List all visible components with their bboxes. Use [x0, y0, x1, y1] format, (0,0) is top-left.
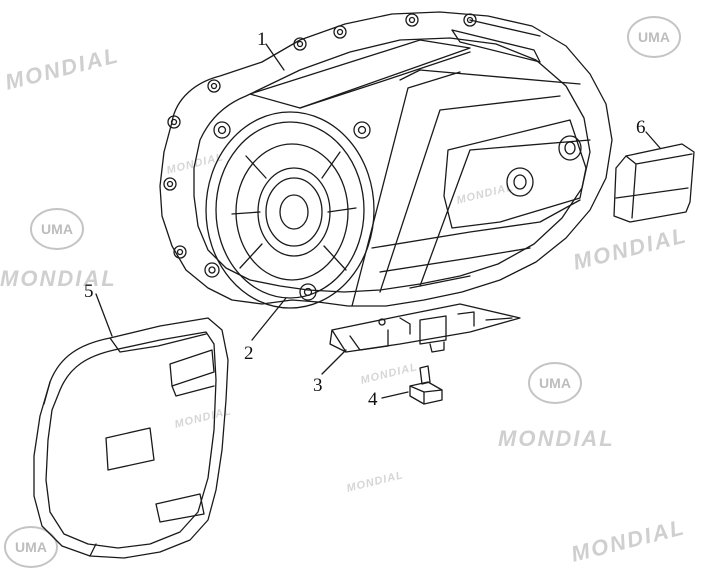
leader-line	[381, 391, 409, 399]
uma-logo-text: UMA	[638, 29, 670, 45]
part-1-crankcase-cover	[159, 11, 613, 309]
part-5-outer-cover	[33, 317, 229, 559]
part-3-bracket	[329, 303, 521, 353]
uma-logo-text: UMA	[15, 539, 47, 555]
part-6-trim-cover	[613, 143, 695, 223]
leader-line	[95, 293, 113, 337]
callout-number-4: 4	[368, 389, 378, 410]
leader-line	[251, 297, 287, 341]
uma-logo-icon: UMA	[2, 524, 60, 570]
callout-number-1: 1	[257, 29, 267, 50]
callout-number-2: 2	[244, 343, 254, 364]
uma-logo-text: UMA	[41, 221, 73, 237]
part-4-rubber-mount	[409, 365, 443, 405]
uma-logo-icon: UMA	[526, 360, 584, 406]
uma-logo-text: UMA	[539, 375, 571, 391]
callout-number-5: 5	[84, 281, 94, 302]
uma-logo-icon: UMA	[625, 14, 683, 60]
leader-line	[645, 131, 661, 149]
watermark-brand: MONDIAL	[498, 426, 615, 451]
leader-line	[265, 43, 285, 71]
callout-number-6: 6	[636, 117, 646, 138]
callout-number-3: 3	[313, 375, 323, 396]
watermark-brand: MONDIAL	[0, 266, 117, 291]
leader-line	[321, 349, 347, 375]
uma-logo-icon: UMA	[28, 206, 86, 252]
